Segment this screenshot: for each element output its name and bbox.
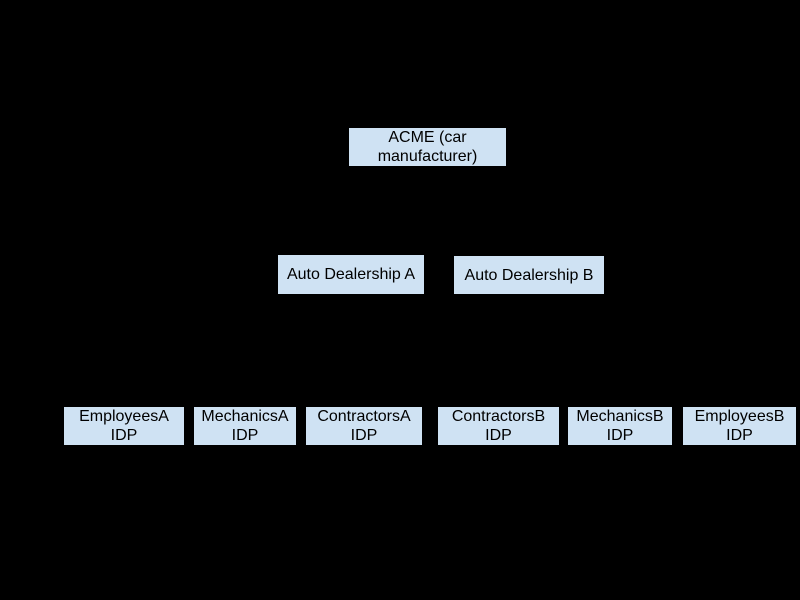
node-contractors-b-idp: ContractorsB IDP	[437, 406, 560, 446]
node-acme: ACME (car manufacturer)	[348, 127, 507, 167]
node-auto-dealership-a-label: Auto Dealership A	[286, 266, 416, 283]
node-employees-a-idp-label: EmployeesA IDP	[79, 408, 169, 444]
node-mechanics-b-idp-label: MechanicsB IDP	[576, 408, 664, 444]
node-auto-dealership-b: Auto Dealership B	[453, 255, 605, 295]
node-contractors-a-idp-label: ContractorsA IDP	[317, 408, 411, 444]
node-auto-dealership-b-label: Auto Dealership B	[464, 266, 594, 284]
node-mechanics-a-idp-label: MechanicsA IDP	[201, 408, 289, 444]
node-mechanics-b-idp: MechanicsB IDP	[567, 406, 673, 446]
node-employees-a-idp: EmployeesA IDP	[63, 406, 185, 446]
node-employees-b-idp: EmployeesB IDP	[682, 406, 797, 446]
node-contractors-b-idp-label: ContractorsB IDP	[451, 408, 546, 444]
node-auto-dealership-a: Auto Dealership A	[277, 254, 425, 295]
node-contractors-a-idp: ContractorsA IDP	[305, 406, 423, 446]
node-acme-label: ACME (car manufacturer)	[377, 129, 478, 165]
node-employees-b-idp-label: EmployeesB IDP	[694, 408, 785, 444]
node-mechanics-a-idp: MechanicsA IDP	[193, 406, 297, 446]
